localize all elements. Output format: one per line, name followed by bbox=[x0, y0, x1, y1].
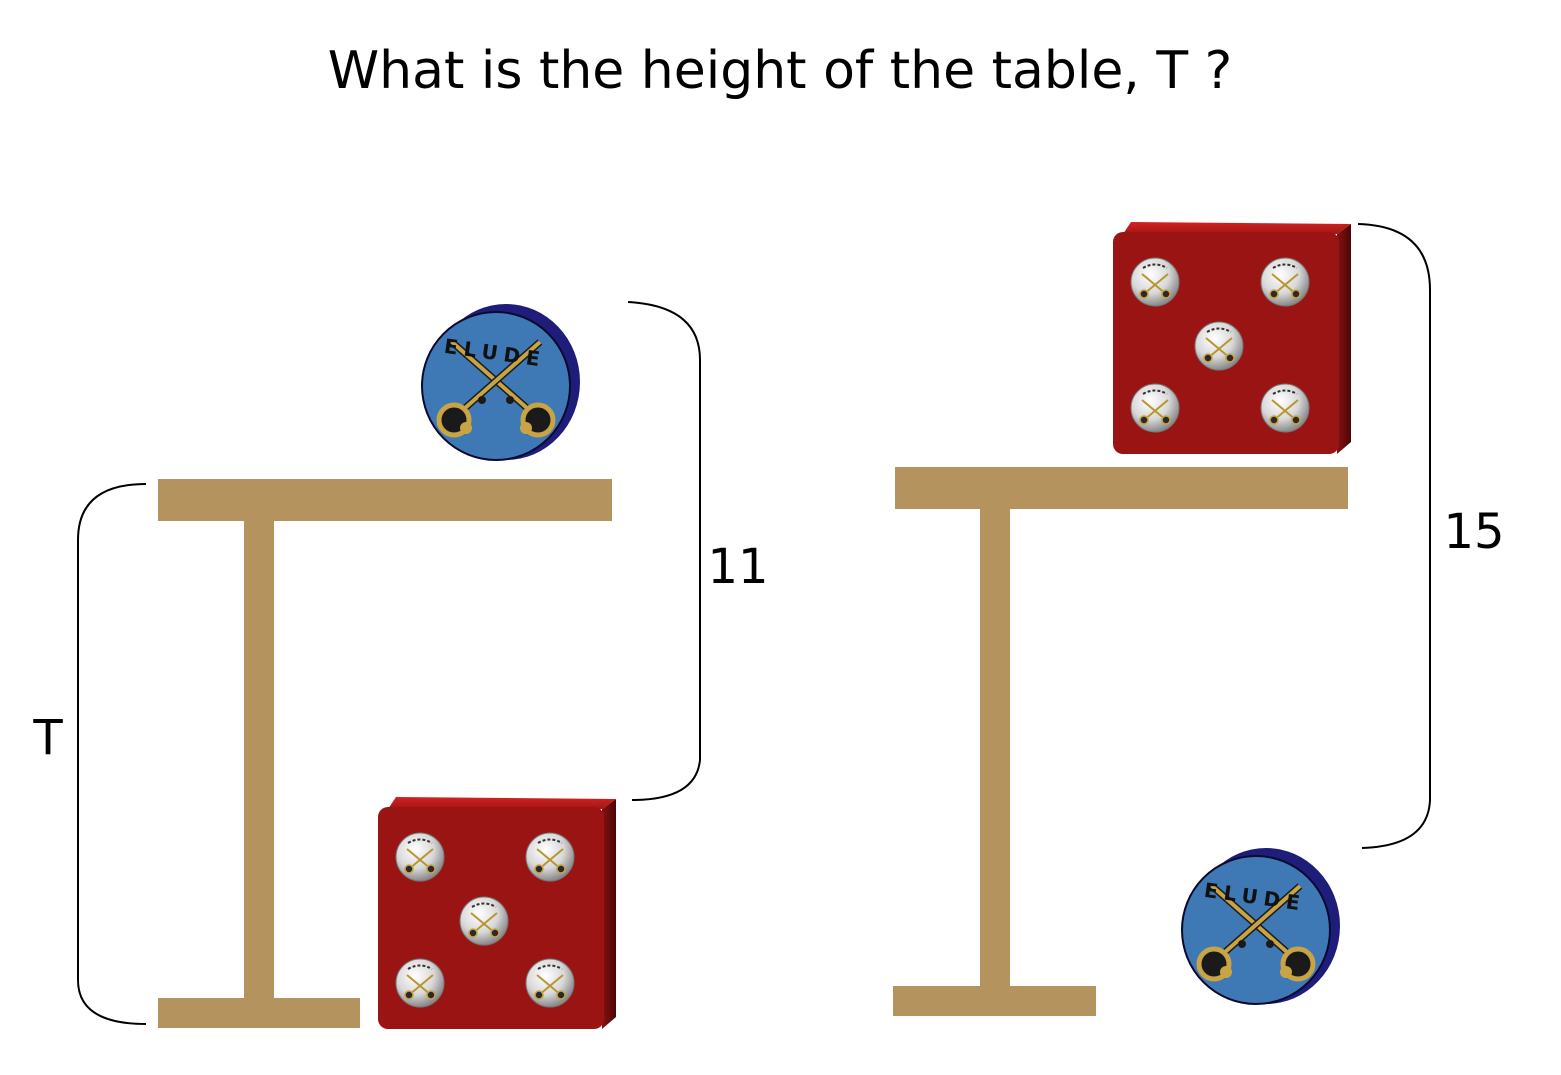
table-height-brace bbox=[77, 483, 147, 1025]
right-measure-brace bbox=[1357, 223, 1431, 849]
right-scene: ELUDE 15 bbox=[893, 222, 1505, 1016]
left-table bbox=[158, 479, 612, 1028]
right-table-top bbox=[895, 467, 1348, 509]
right-measure-label: 15 bbox=[1443, 504, 1504, 560]
table-height-label: T bbox=[32, 710, 63, 766]
left-measure-label: 11 bbox=[707, 539, 768, 595]
left-coin: ELUDE bbox=[422, 304, 580, 460]
right-die bbox=[1113, 222, 1351, 454]
right-table-base bbox=[893, 986, 1096, 1016]
question-title: What is the height of the table, T ? bbox=[328, 41, 1233, 101]
left-scene: ELUDE T 11 bbox=[32, 301, 769, 1029]
right-coin: ELUDE bbox=[1182, 848, 1340, 1004]
right-table bbox=[893, 467, 1348, 1016]
left-table-base bbox=[158, 998, 360, 1028]
left-table-leg bbox=[244, 519, 274, 1001]
left-die bbox=[378, 797, 616, 1029]
left-measure-brace bbox=[627, 301, 701, 801]
right-table-leg bbox=[980, 507, 1010, 989]
left-table-top bbox=[158, 479, 612, 521]
